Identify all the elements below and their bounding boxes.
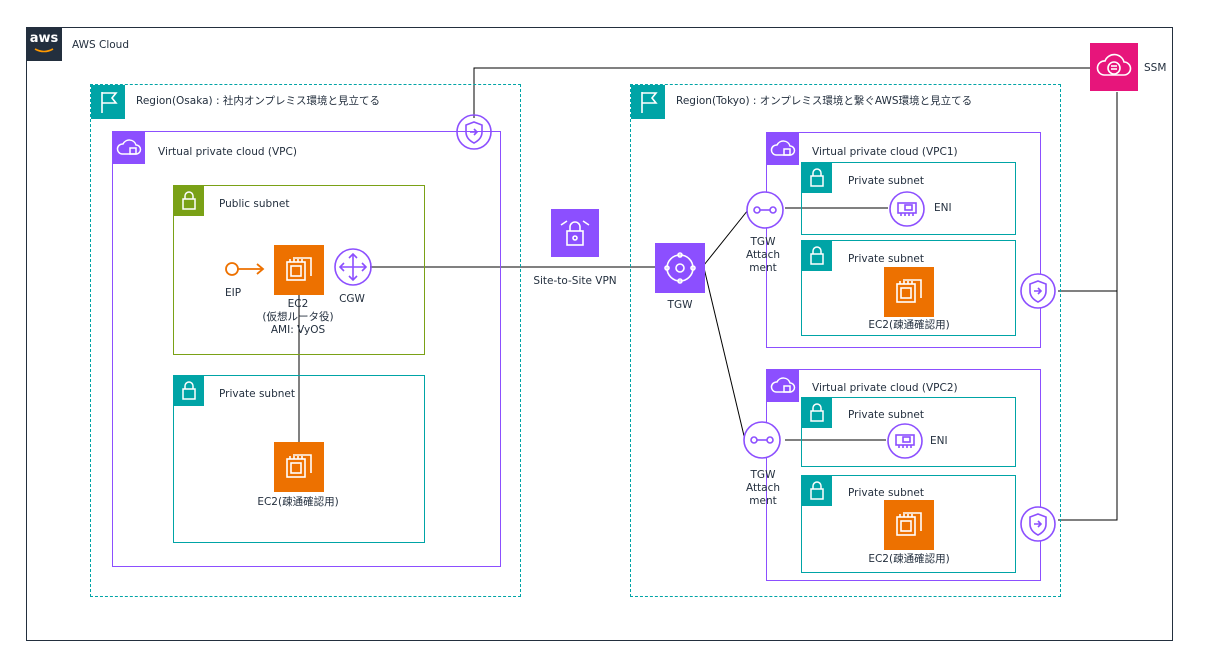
region-tokyo-title: Region(Tokyo) : オンプレミス環境と繋ぐAWS環境と見立てる — [676, 95, 973, 107]
private-subnet-lock-icon — [802, 398, 832, 428]
vpc1-attachment-label: TGW Attach ment — [745, 236, 781, 274]
cgw-label: CGW — [339, 293, 365, 305]
vpn-gateway-icon — [551, 209, 599, 257]
vpc1-ec2-label: EC2(疎通確認用) — [868, 319, 950, 331]
private-subnet-lock-icon — [802, 241, 832, 271]
vpc-cloud-icon — [113, 132, 145, 164]
aws-cloud-title: AWS Cloud — [72, 39, 129, 51]
vpc-osaka-title: Virtual private cloud (VPC) — [158, 146, 297, 158]
public-subnet-group — [173, 185, 425, 355]
region-flag-icon — [91, 85, 125, 119]
vpc2-group — [766, 369, 1041, 581]
vpc2-private-subnet-1 — [801, 397, 1016, 467]
private-subnet-lock-icon — [174, 376, 204, 406]
ssm-label: SSM — [1144, 62, 1167, 74]
ssm-icon — [1090, 43, 1138, 91]
public-subnet-title: Public subnet — [219, 198, 290, 210]
customer-gateway-icon — [333, 247, 373, 287]
region-tokyo-group — [630, 84, 1061, 597]
ec2-test-vpc2-icon — [884, 500, 934, 550]
vpc1-group — [766, 132, 1041, 348]
eni-icon — [888, 190, 926, 228]
transit-gateway-icon — [655, 243, 705, 293]
vpc1-subnet1-title: Private subnet — [848, 175, 924, 187]
ec2-router-icon — [274, 245, 324, 295]
aws-logo-icon: aws — [26, 27, 62, 61]
private-subnet-lock-icon — [802, 476, 832, 506]
vpc2-subnet1-title: Private subnet — [848, 409, 924, 421]
vpc-osaka-group — [112, 131, 501, 567]
vpc1-eni-label: ENI — [934, 202, 952, 214]
private-subnet-osaka-title: Private subnet — [219, 388, 295, 400]
vpc2-attachment-label: TGW Attach ment — [745, 469, 781, 507]
vpc1-title: Virtual private cloud (VPC1) — [812, 146, 958, 158]
tgw-label: TGW — [667, 299, 693, 311]
vpc-cloud-icon — [767, 370, 799, 402]
eni-icon — [886, 422, 924, 460]
vpc2-private-subnet-2 — [801, 475, 1016, 573]
public-subnet-lock-icon — [174, 186, 204, 216]
vpc2-eni-label: ENI — [930, 435, 948, 447]
tgw-attachment-icon — [742, 420, 782, 460]
vpc-cloud-icon — [767, 133, 799, 165]
ec2-test-vpc1-icon — [884, 267, 934, 317]
elastic-ip-icon — [225, 262, 265, 276]
private-subnet-lock-icon — [802, 163, 832, 193]
ec2-test-osaka-label: EC2(疎通確認用) — [257, 496, 339, 508]
ec2-router-label: EC2 (仮想ルータ役) AMI: VyOS — [262, 298, 334, 336]
aws-cloud-group — [26, 27, 1173, 641]
region-flag-icon — [631, 85, 665, 119]
region-osaka-title: Region(Osaka) : 社内オンプレミス環境と見立てる — [136, 95, 381, 107]
vpc1-subnet2-title: Private subnet — [848, 253, 924, 265]
vpc-endpoint-icon — [1019, 505, 1057, 543]
eip-label: EIP — [224, 287, 242, 299]
vpc-endpoint-icon — [1019, 272, 1057, 310]
vpc2-subnet2-title: Private subnet — [848, 487, 924, 499]
aws-logo-text: aws — [29, 31, 59, 46]
vpc-endpoint-icon — [455, 113, 493, 151]
vpc2-ec2-label: EC2(疎通確認用) — [868, 553, 950, 565]
ec2-test-osaka-icon — [274, 442, 324, 492]
vpn-label: Site-to-Site VPN — [533, 275, 617, 287]
vpc1-private-subnet-2 — [801, 240, 1016, 336]
vpc1-private-subnet-1 — [801, 162, 1016, 235]
tgw-attachment-icon — [745, 190, 785, 230]
vpc2-title: Virtual private cloud (VPC2) — [812, 382, 958, 394]
region-osaka-group — [90, 84, 521, 597]
private-subnet-osaka-group — [173, 375, 425, 543]
